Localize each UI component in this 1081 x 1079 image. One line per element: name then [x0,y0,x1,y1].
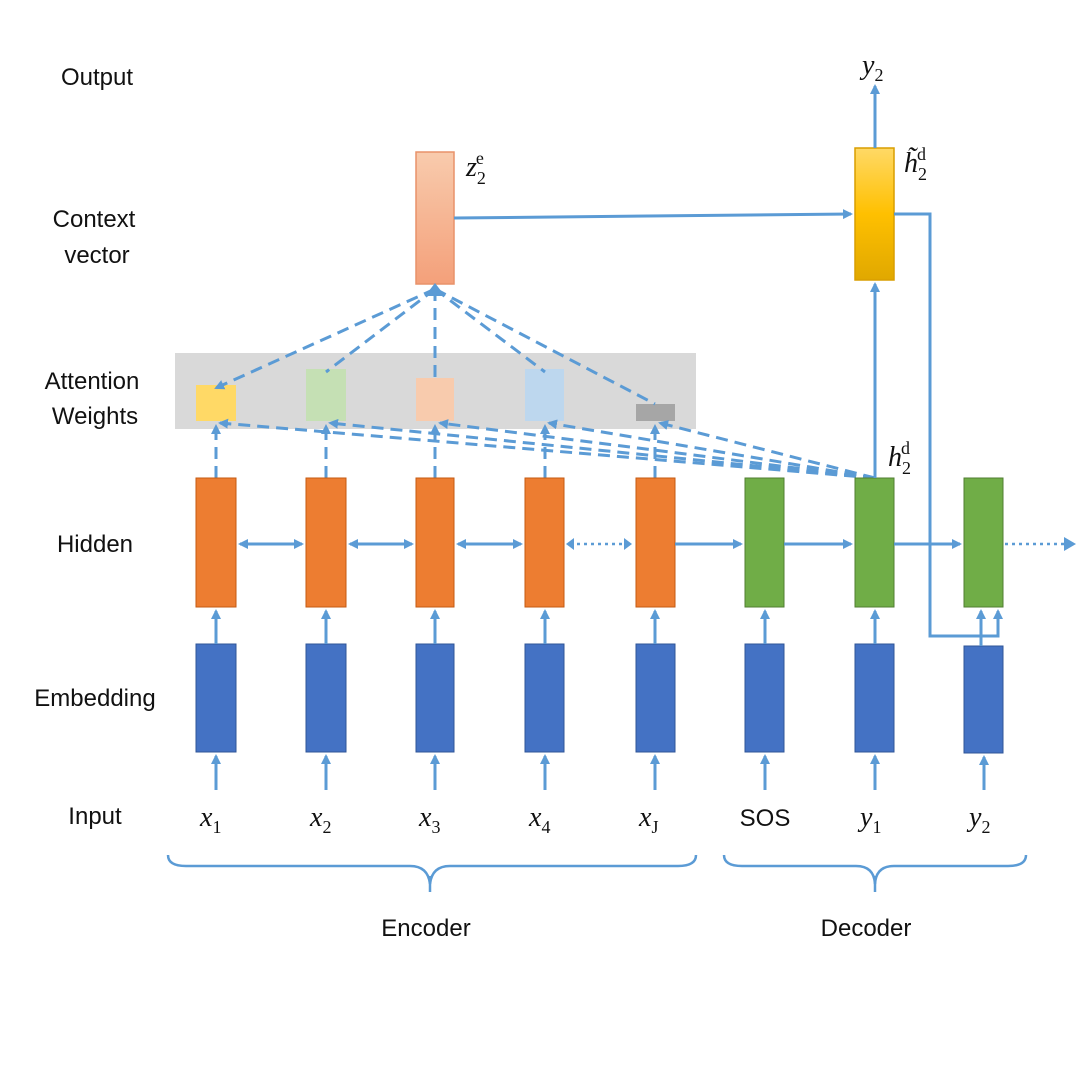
dec-to-attn-1 [218,418,876,480]
output-token-label: y2 [859,50,883,85]
attentional-state-label: h̃2d [904,144,927,184]
input-token-4: x4 [528,802,550,837]
attention-weight-2 [306,369,346,421]
attention-weight-5 [636,404,675,421]
decoder-state-label: h2d [888,438,911,478]
input-token-5: xJ [638,802,658,837]
attentional-hidden-box [854,147,895,281]
attn-to-context-4 [434,287,546,374]
attention-weight-4 [525,369,564,421]
attention-weight-boxes [196,369,675,421]
dec-to-attn-4 [547,419,876,480]
row-label-context-1: Context [53,206,136,233]
encoder-hidden-4 [524,477,565,608]
input-token-1: x1 [199,802,221,837]
decoder-hidden-2 [854,477,895,608]
encoder-label: Encoder [381,915,470,942]
embedding-row [195,643,1004,754]
decoder-hidden-1 [744,477,785,608]
row-label-attention-1: Attention [45,368,140,395]
attn-to-context-5 [434,287,656,406]
attention-dashed-lines [211,287,876,480]
dotted-arrowhead-continue [1064,537,1076,551]
encoder-brace [166,854,698,885]
input-token-2: x2 [309,802,331,837]
encoder-hidden-2 [305,477,347,608]
row-labels: Output Context vector Attention Weights … [34,64,155,830]
input-token-6: SOS [740,805,791,832]
attention-weight-1 [196,385,236,421]
attention-weight-3 [416,378,454,421]
embedding-7 [854,643,895,753]
dotted-arrowhead-left [566,538,574,550]
input-token-8: y2 [966,802,990,837]
dec-to-attn-3 [438,419,876,480]
embedding-3 [415,643,455,753]
decoder-hidden-3 [963,477,1004,608]
hidden-row [195,477,1004,608]
row-label-hidden: Hidden [57,531,133,558]
input-tokens: x1 x2 x3 x4 xJ SOS y1 y2 [199,802,990,837]
embedding-5 [635,643,676,753]
dec-to-attn-2 [328,418,876,480]
attn-to-context-1 [214,287,436,390]
attn-to-context-2 [325,287,436,374]
row-label-attention-2: Weights [52,403,138,430]
decoder-label: Decoder [821,915,912,942]
encoder-hidden-3 [415,477,455,608]
embedding-4 [524,643,565,753]
embedding-1 [195,643,237,753]
input-token-3: x3 [418,802,440,837]
row-label-context-2: vector [64,242,129,269]
row-label-embedding: Embedding [34,685,155,712]
encoder-hidden-5 [635,477,676,608]
row-label-input: Input [68,803,122,830]
dotted-arrowhead-right [624,538,632,550]
dec-to-attn-5 [658,420,876,480]
context-vector-input-arrowhead [425,283,445,296]
context-vector-box [415,151,455,285]
encoder-hidden-1 [195,477,237,608]
embedding-6 [744,643,785,753]
embedding-8 [963,645,1004,754]
math-labels: y2 z2e h̃2d h2d [465,50,927,478]
row-label-output: Output [61,64,133,91]
solid-arrows [211,84,1003,790]
embedding-2 [305,643,347,753]
input-token-7: y1 [857,802,881,837]
context-vector-label: z2e [465,148,486,188]
